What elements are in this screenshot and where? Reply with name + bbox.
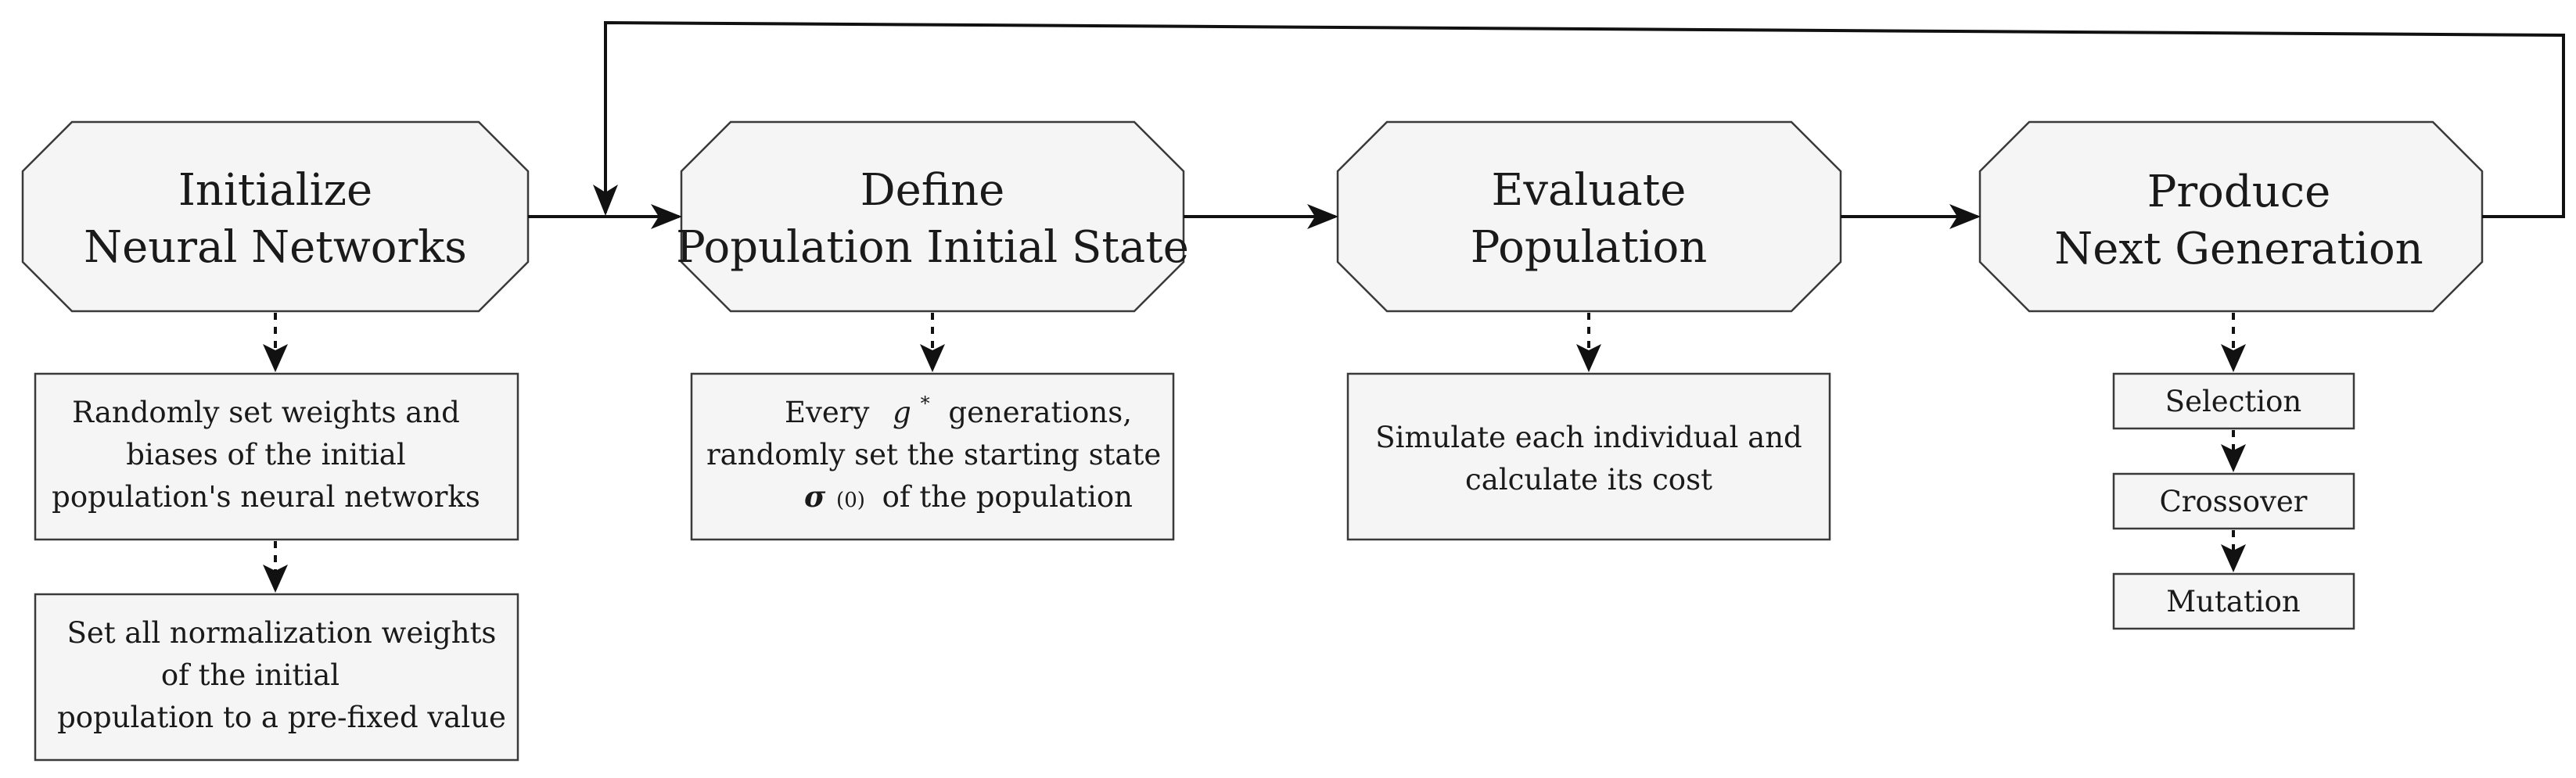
init-weights-line-2: biases of the initial	[126, 438, 405, 471]
evaluate-sim-line-1: Simulate each individual and	[1375, 421, 1802, 454]
ga-step-crossover-label: Crossover	[2159, 485, 2307, 518]
stage-define-title-line-1: Define	[860, 165, 1005, 216]
define-state-line-1: Every g * generations,	[785, 383, 1132, 429]
define-state-sigma-symbol: σ	[804, 479, 826, 514]
init-weights-line-1: Randomly set weights and	[72, 396, 460, 429]
init-norm-line-1: Set all normalization weights	[67, 616, 497, 650]
evaluate-sim-line-2: calculate its cost	[1465, 463, 1712, 497]
ga-step-selection-label: Selection	[2165, 385, 2302, 418]
init-weights-line-3: population's neural networks	[52, 480, 480, 514]
stage-evaluate-title-line-2: Population	[1471, 222, 1708, 273]
define-state-g-superscript: *	[921, 393, 930, 414]
init-weights-box: Randomly set weights and biases of the i…	[34, 372, 519, 541]
stage-define-node: Define Population Initial State	[676, 120, 1189, 313]
stage-define-title-line-2: Population Initial State	[676, 222, 1189, 273]
init-norm-box: Set all normalization weights of the ini…	[34, 593, 519, 762]
stage-evaluate-title-line-1: Evaluate	[1492, 165, 1687, 216]
define-state-of-population-label: of the population	[882, 480, 1133, 514]
define-state-line-3: σ (0) of the population	[804, 479, 1133, 514]
stage-evaluate-node: Evaluate Population	[1336, 120, 1842, 313]
ga-step-mutation-label: Mutation	[2166, 585, 2300, 618]
stage-produce-title-line-1: Produce	[2147, 167, 2331, 217]
stage-produce-node: Produce Next Generation	[1978, 120, 2484, 313]
define-state-sigma-argument: (0)	[836, 489, 865, 512]
stage-initialize-title-line-1: Initialize	[178, 165, 372, 216]
define-state-generations-label: generations,	[948, 396, 1132, 429]
evaluate-sim-box: Simulate each individual and calculate i…	[1346, 372, 1831, 541]
stage-produce-title-line-2: Next Generation	[2054, 224, 2423, 274]
ga-step-selection-box: Selection	[2112, 372, 2355, 430]
init-norm-line-2: of the initial	[161, 658, 340, 692]
init-norm-line-3: population to a pre-fixed value	[57, 701, 506, 734]
stage-initialize-node: Initialize Neural Networks	[21, 120, 530, 313]
ga-step-mutation-box: Mutation	[2112, 572, 2355, 630]
ga-step-crossover-box: Crossover	[2112, 472, 2355, 530]
define-state-line-2: randomly set the starting state	[706, 438, 1161, 471]
define-state-g-variable: g	[893, 396, 911, 429]
define-state-every-label: Every	[785, 396, 869, 429]
stage-initialize-title-line-2: Neural Networks	[84, 222, 467, 273]
define-state-box: Every g * generations, randomly set the …	[690, 372, 1175, 541]
arrow-feedback-loop	[593, 20, 2565, 218]
